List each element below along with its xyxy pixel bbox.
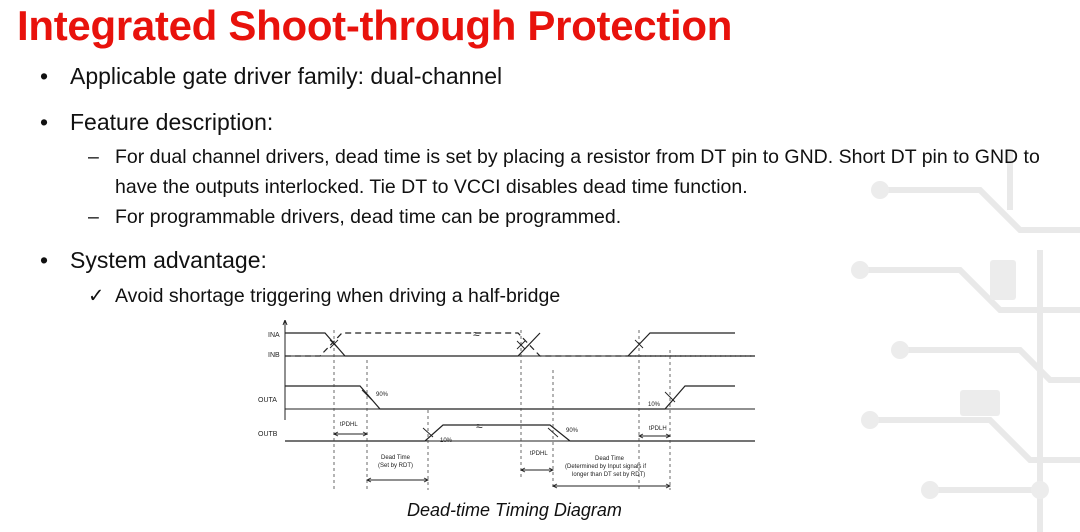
dead-time-note: (Set by RDT) (378, 463, 413, 469)
bullet-marker: • (40, 247, 49, 273)
signal-label-ina: INA (268, 332, 280, 339)
dead-time-label: Dead Time (381, 455, 411, 461)
label-90-percent: 90% (376, 392, 389, 398)
signal-label-inb: INB (268, 352, 280, 359)
checkmark-icon: ✓ (88, 285, 105, 307)
label-tpdhl: tPDHL (530, 451, 548, 457)
circuit-background-graphic (851, 150, 1080, 532)
dash-marker: – (88, 206, 99, 228)
inb-waveform (285, 332, 755, 357)
label-10-percent: 10% (648, 402, 661, 408)
sub-bullet-text: Avoid shortage triggering when driving a… (115, 285, 561, 307)
break-mark: ≈ (473, 327, 480, 341)
label-tpdlh: tPDLH (649, 426, 667, 432)
outa-waveform (285, 385, 735, 410)
label-tpdhl: tPDHL (340, 422, 358, 428)
sub-bullet-text: For programmable drivers, dead time can … (115, 206, 622, 228)
break-mark: ≈ (476, 419, 483, 433)
ina-waveform (285, 332, 541, 357)
label-90-percent: 90% (566, 428, 579, 434)
signal-label-outb: OUTB (258, 431, 278, 438)
dead-time-note: longer than DT set by RDT) (572, 472, 645, 478)
axis-arrow (282, 320, 288, 326)
dead-time-note: (Determined by Input signals if (565, 464, 646, 470)
bullet-text: Applicable gate driver family: dual-chan… (70, 63, 503, 89)
dead-time-label: Dead Time (595, 456, 625, 462)
outb-waveform (285, 424, 755, 442)
label-10-percent: 10% (440, 438, 453, 444)
bullet-text: Feature description: (70, 109, 274, 135)
sub-bullet-text: For dual channel drivers, dead time is s… (115, 146, 1040, 198)
dash-marker: – (88, 146, 99, 168)
diagram-caption: Dead-time Timing Diagram (407, 500, 622, 520)
ina-waveform-high (627, 332, 735, 357)
bullet-marker: • (40, 63, 49, 89)
slide-title: Integrated Shoot-through Protection (17, 2, 733, 49)
signal-label-outa: OUTA (258, 397, 277, 404)
dead-time-timing-diagram: INA INB OUTA OUTB ≈ ≈ 90% 10% 10% 90% tP… (258, 320, 755, 490)
bullet-marker: • (40, 109, 49, 135)
bullet-text: System advantage: (70, 247, 267, 273)
